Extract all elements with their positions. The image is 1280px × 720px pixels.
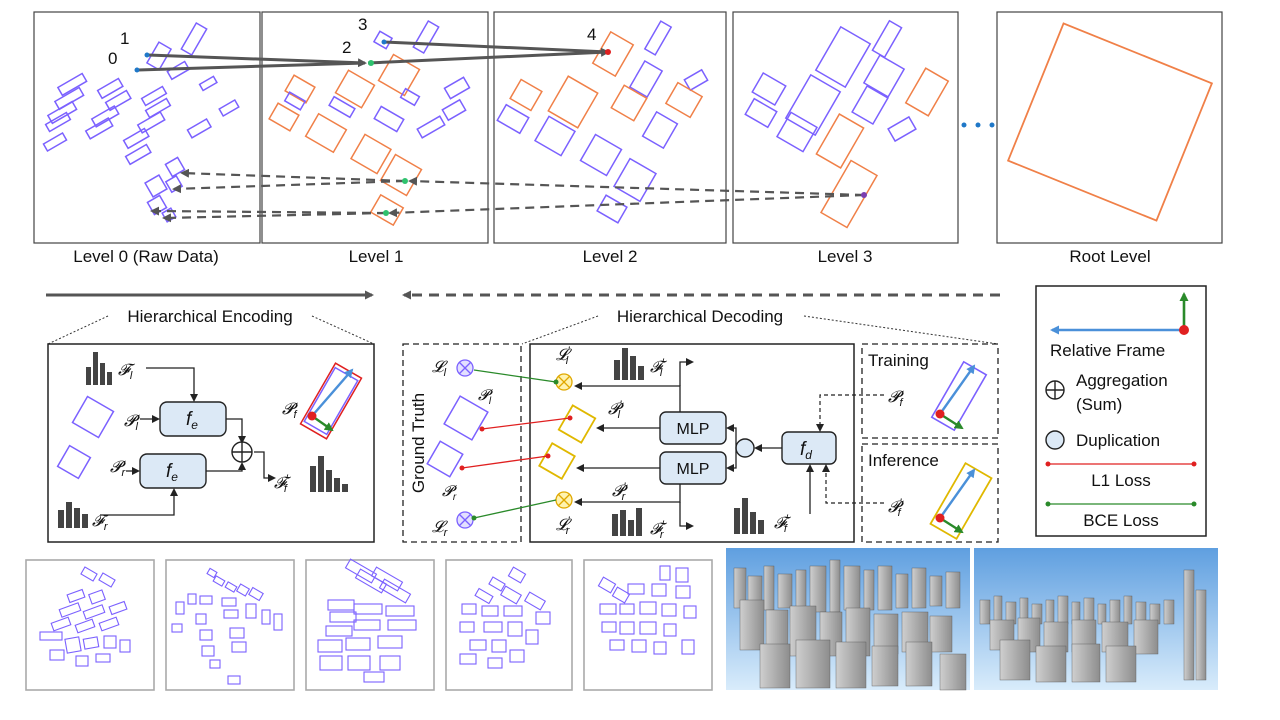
training-label: Training [868,351,929,370]
root-level-label: Root Level [1069,247,1150,266]
mlp-bottom-label: MLP [677,461,710,478]
point-label-2: 2 [342,38,351,57]
legend-aggregation: Aggregation [1076,371,1168,390]
aggregation-legend-icon [1045,380,1065,400]
key-points [134,39,867,216]
legend-duplication: Duplication [1076,431,1160,450]
fe-bottom-label: fe [166,461,178,484]
decoding-histogram-fr [612,508,642,536]
ground-truth-label: Ground Truth [409,393,428,493]
fe-top-label: fe [186,409,198,432]
symbol-p-f: 𝓟f [282,401,298,421]
duplication-legend-icon [1045,430,1065,450]
level-2-panel [493,11,727,244]
hierarchical-encoding-section: Hierarchical Encoding 𝓕l 𝓕r [47,307,375,543]
root-level-panel [996,11,1223,244]
loss-r-prime: 𝓛′r [556,515,572,537]
legend-relative-frame: Relative Frame [1050,341,1165,360]
loss-l-prime: 𝓛′l [556,345,572,367]
fd-label: fd [800,439,812,462]
encoding-title: Hierarchical Encoding [127,307,292,326]
layout-sample-3 [305,558,435,691]
legend: Relative Frame Aggregation (Sum) Duplica… [1035,285,1207,537]
loss-r-symbol: 𝓛r [432,519,449,539]
feature-histogram-ff [310,456,348,492]
gt-node-l [456,359,474,377]
level-0-panel [33,11,261,244]
decoding-f-l-prime: 𝓕′l [650,357,668,379]
footprint-pr [56,444,92,480]
city-render-1 [726,548,970,691]
layout-sample-1 [25,559,155,691]
ground-truth-box [402,343,522,543]
level-3-panel [732,11,959,244]
arrow-2-to-4 [367,47,610,65]
decoding-histogram-ff [734,498,764,534]
encoding-arrows [137,40,610,72]
training-frame [930,360,988,432]
legend-l1-loss: L1 Loss [1091,471,1151,490]
point-label-3: 3 [358,15,367,34]
gt-p-l: 𝓟l [478,387,493,407]
legend-bce-loss: BCE Loss [1083,511,1159,530]
pred-node-r [555,491,573,509]
generated-layouts [25,548,1218,691]
level-2-label: Level 2 [583,247,638,266]
layout-sample-2 [165,559,295,691]
decoding-arrows [150,168,865,223]
decoding-p-l-prime: 𝓟′l [608,399,624,421]
point-label-4: 4 [587,25,596,44]
level-1-label: Level 1 [349,247,404,266]
city-render-2 [974,548,1218,690]
feature-histogram-fr [58,502,88,528]
arrow-3-to-4 [383,40,609,54]
mlp-top-label: MLP [677,421,710,438]
inference-label: Inference [868,451,939,470]
svg-text:𝓟f: 𝓟f [888,389,904,409]
decoding-histogram-fl [614,348,644,380]
symbol-p-l: 𝓟l [124,413,140,433]
level-labels: Level 0 (Raw Data) Level 1 Level 2 Level… [73,247,1150,266]
level-0-footprints [42,21,240,223]
layout-sample-5 [583,559,713,691]
gt-node-r [456,511,474,529]
training-box [861,343,999,439]
level-3-label: Level 3 [818,247,873,266]
level-0-label: Level 0 (Raw Data) [73,247,219,266]
point-label-0: 0 [108,49,117,68]
duplication-node [735,438,755,458]
ellipsis-dots [961,122,995,128]
arrow-1-to-2 [137,61,366,72]
gt-p-r: 𝓟r [442,483,457,503]
footprint-pl [71,395,115,439]
point-label-1: 1 [120,29,129,48]
level-2-footprints [496,20,709,224]
legend-aggregation-sub: (Sum) [1076,395,1122,414]
decoding-f-r-prime: 𝓕′r [650,519,668,541]
root-footprint [1006,22,1214,222]
decoding-p-r-prime: 𝓟′r [612,481,628,503]
svg-text:𝓟′f: 𝓟′f [888,497,904,519]
level-1-footprints [268,19,471,227]
symbol-p-r: 𝓟r [110,459,127,479]
point-labels: 0 1 2 3 4 [108,15,596,68]
inference-frame [929,461,993,541]
symbol-f-l: 𝓕l [118,362,136,382]
feature-histogram-fl [86,352,112,385]
decoding-title: Hierarchical Decoding [617,307,783,326]
symbol-f-r: 𝓕r [92,513,110,533]
inference-box [861,443,999,543]
layout-sample-4 [445,559,573,691]
loss-l-symbol: 𝓛l [432,359,448,379]
symbol-f-f-prime: 𝓕′f [274,473,292,495]
level-panels [33,11,1223,244]
hierarchical-decoding-section: Hierarchical Decoding Ground Truth 𝓛l 𝓛r… [402,307,999,543]
arrow-0-to-2 [147,53,367,68]
relative-frame-example-encoding [299,362,363,440]
aggregation-node [231,441,253,463]
level-3-footprints [744,19,950,229]
decoding-f-f-prime: 𝓕′f [774,513,792,535]
level-1-panel [261,11,489,244]
